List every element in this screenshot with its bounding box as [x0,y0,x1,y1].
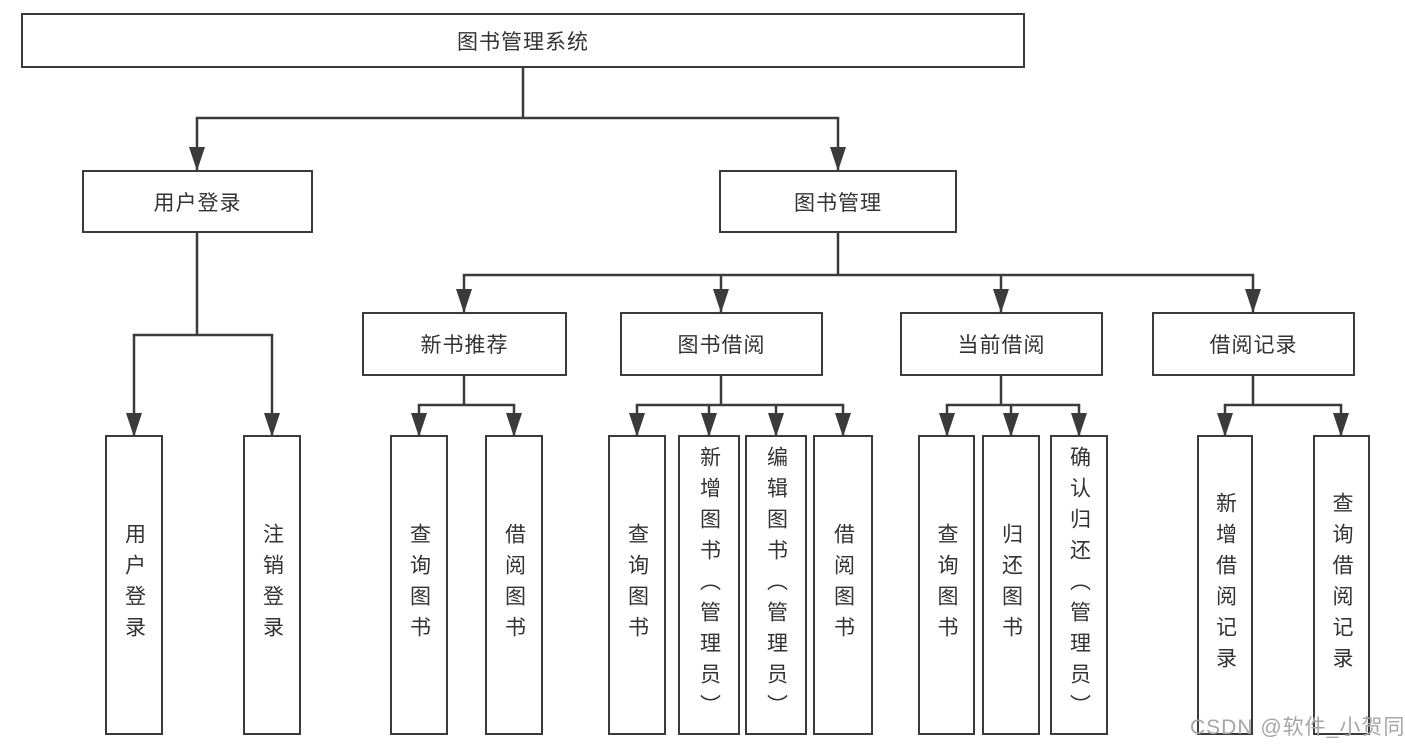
node-current-borrow-label: 当前借阅 [957,334,1046,357]
leaf-confirm-return-admin-label: 确认归还（管理员） [1067,445,1091,725]
leaf-edit-books-admin-label: 编辑图书（管理员） [764,445,788,725]
node-book-borrow-label: 图书借阅 [677,334,766,357]
leaf-query-books-recommend-label: 查询图书 [407,523,431,647]
leaf-confirm-return-admin: 确认归还（管理员） [1050,435,1108,735]
leaf-add-borrow-record-label: 新增借阅记录 [1213,492,1237,678]
node-user-login-label: 用户登录 [153,191,242,215]
edges-current-borrow [939,376,1087,437]
leaf-borrow-books-recommend-label: 借阅图书 [502,523,526,647]
node-root: 图书管理系统 [21,13,1025,68]
node-book-management: 图书管理 [719,170,957,233]
leaf-borrow-books-recommend: 借阅图书 [485,435,543,735]
node-book-borrow: 图书借阅 [620,312,823,376]
edges-book-management [456,233,1261,313]
leaf-query-borrow-record: 查询借阅记录 [1313,435,1370,735]
edges-root [189,68,846,171]
leaf-query-books-borrow-label: 查询图书 [625,523,649,647]
node-borrow-records-label: 借阅记录 [1209,334,1298,357]
node-new-book-recommend-label: 新书推荐 [420,334,509,357]
node-root-label: 图书管理系统 [457,30,589,54]
leaf-query-books-recommend: 查询图书 [390,435,448,735]
leaf-logout: 注销登录 [243,435,301,735]
leaf-return-books-label: 归还图书 [999,523,1023,647]
leaf-borrow-books-label: 借阅图书 [831,523,855,647]
leaf-logout-label: 注销登录 [260,523,284,647]
edges-book-borrow [629,376,851,437]
node-borrow-records: 借阅记录 [1152,312,1355,376]
leaf-borrow-books: 借阅图书 [813,435,873,735]
leaf-add-borrow-record: 新增借阅记录 [1197,435,1253,735]
leaf-query-books-current-label: 查询图书 [935,523,958,647]
leaf-add-books-admin-label: 新增图书（管理员） [697,445,721,725]
node-new-book-recommend: 新书推荐 [362,312,567,376]
leaf-query-books-borrow: 查询图书 [608,435,666,735]
csdn-watermark: CSDN @软件_小贺同学 [1190,716,1405,739]
node-book-management-label: 图书管理 [794,191,882,215]
leaf-user-login: 用户登录 [105,435,163,735]
edges-user-login [126,233,280,437]
leaf-edit-books-admin: 编辑图书（管理员） [745,435,807,735]
node-current-borrow: 当前借阅 [900,312,1103,376]
leaf-user-login-label: 用户登录 [122,523,146,647]
leaf-query-borrow-record-label: 查询借阅记录 [1330,492,1353,678]
edges-borrow-records [1217,376,1349,437]
leaf-return-books: 归还图书 [982,435,1040,735]
leaf-add-books-admin: 新增图书（管理员） [678,435,740,735]
node-user-login: 用户登录 [82,170,313,233]
edges-new-book-recommend [411,376,522,437]
leaf-query-books-current: 查询图书 [918,435,975,735]
